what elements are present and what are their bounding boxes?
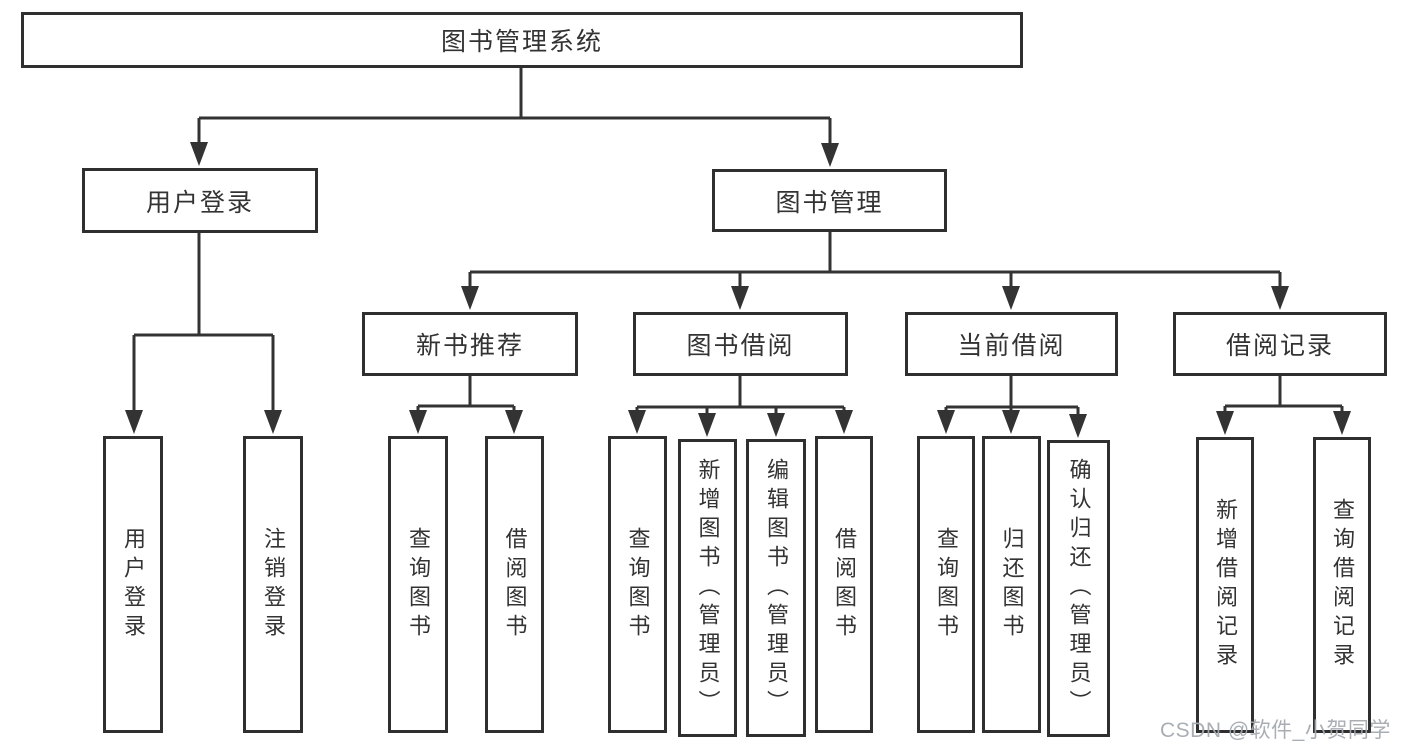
connector-userlogin-to-leaves: [125, 233, 282, 434]
connector-root-to-level2: [190, 68, 839, 167]
node-library-system: 图书管理系统: [21, 12, 1023, 68]
leaf-current-query-book: 查询图书: [917, 436, 975, 733]
node-book-borrowing: 图书借阅: [633, 312, 848, 376]
connector-borrow-to-leaves: [628, 376, 853, 437]
leaf-borrow-book: 借阅图书: [815, 436, 873, 733]
node-borrowing-records: 借阅记录: [1173, 312, 1387, 376]
leaf-confirm-return-admin: 确认归还（管理员）: [1047, 440, 1110, 737]
connector-bookmgmt-to-level3: [461, 232, 1289, 310]
leaf-user-login: 用户登录: [103, 436, 163, 733]
connector-current-to-leaves: [937, 376, 1087, 438]
leaf-recommend-query-book: 查询图书: [388, 436, 448, 733]
connector-newrec-to-leaves: [409, 376, 523, 434]
node-new-book-recommend: 新书推荐: [362, 312, 578, 376]
leaf-borrow-query-book: 查询图书: [608, 436, 667, 733]
leaf-recommend-borrow-book: 借阅图书: [485, 436, 544, 733]
leaf-add-book-admin: 新增图书（管理员）: [678, 439, 737, 737]
connector-records-to-leaves: [1216, 376, 1351, 435]
node-user-login: 用户登录: [82, 168, 318, 233]
leaf-add-borrow-record: 新增借阅记录: [1196, 437, 1254, 733]
leaf-query-borrow-record: 查询借阅记录: [1313, 437, 1371, 733]
node-book-management: 图书管理: [712, 169, 947, 232]
leaf-return-book: 归还图书: [982, 436, 1041, 733]
csdn-watermark: CSDN @软件_小贺同学: [1160, 719, 1391, 742]
leaf-logout: 注销登录: [243, 436, 303, 733]
node-current-borrowing: 当前借阅: [905, 312, 1118, 376]
leaf-edit-book-admin: 编辑图书（管理员）: [746, 439, 806, 737]
